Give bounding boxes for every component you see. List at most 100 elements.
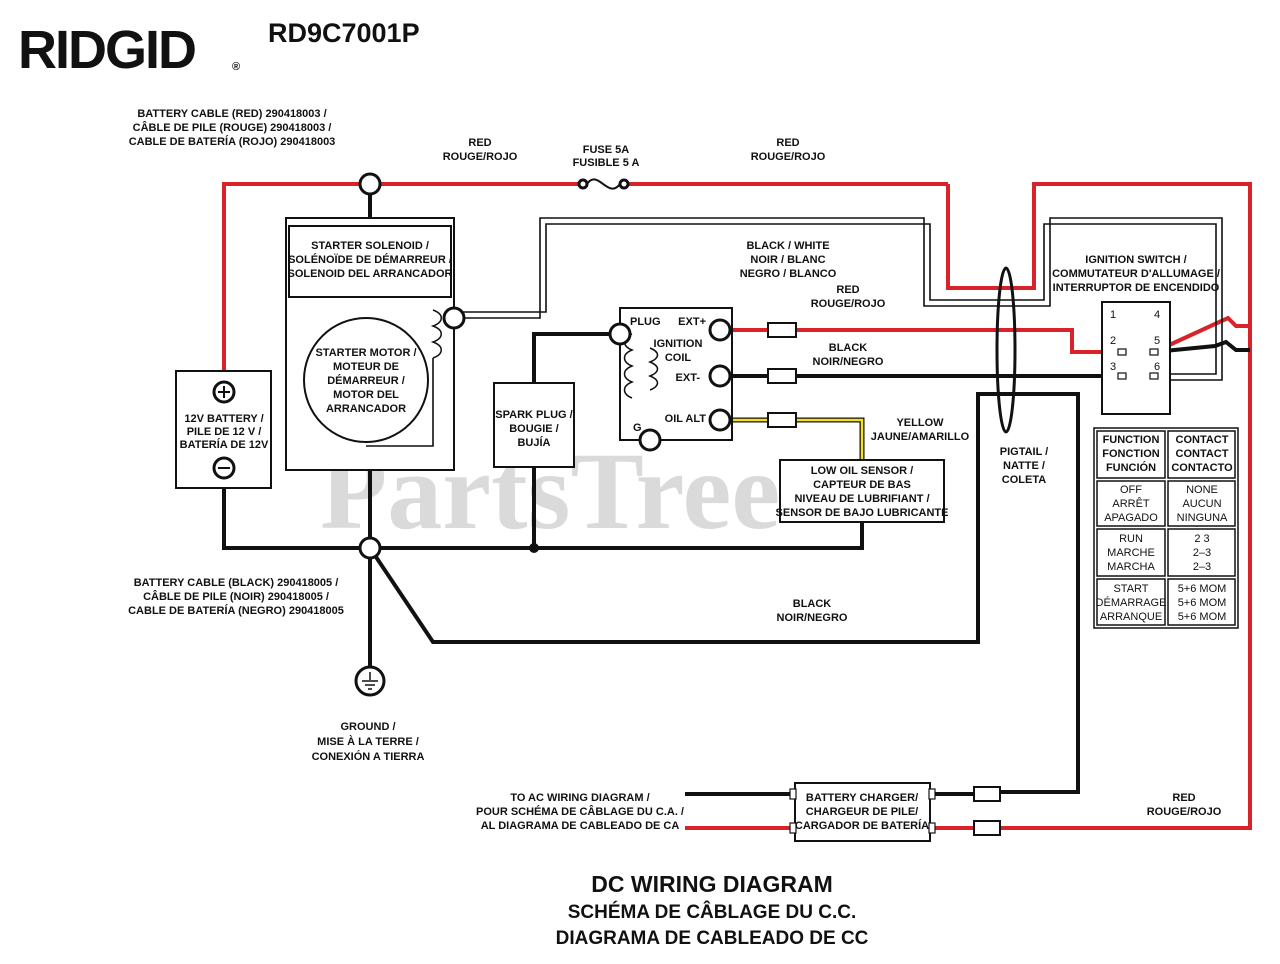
coil-ext-plus-label: EXT+ xyxy=(678,316,706,328)
starter-assembly xyxy=(285,217,455,471)
black-wire-label-2a: BLACK xyxy=(793,598,832,610)
battery-cable-black-1: BATTERY CABLE (BLACK) 290418005 / xyxy=(134,577,339,589)
red-wire-label-3b: ROUGE/ROJO xyxy=(811,298,886,310)
brand-logo: RIDGID xyxy=(18,20,195,80)
yellow-wire xyxy=(732,417,865,460)
to-ac-label-2: POUR SCHÉMA DE CÂBLAGE DU C.A. / xyxy=(476,805,684,818)
diagram-title-fr: SCHÉMA DE CÂBLAGE DU C.C. xyxy=(568,901,857,923)
switch-function-table xyxy=(1093,427,1239,629)
oil-label-2: CAPTEUR DE BAS xyxy=(813,479,911,491)
to-ac-label-1: TO AC WIRING DIAGRAM / xyxy=(510,792,649,804)
table-row-run-fn-2: MARCHE xyxy=(1107,547,1155,559)
table-row-run-fn-1: RUN xyxy=(1119,533,1143,545)
table-row-start-fn-2: DÉMARRAGE xyxy=(1096,596,1167,609)
spark-label-1: SPARK PLUG / xyxy=(495,409,572,421)
red-wire-label-2a: RED xyxy=(776,137,799,149)
solenoid-label-1: STARTER SOLENOID / xyxy=(311,240,429,252)
bw-wire-label-3: NEGRO / BLANCO xyxy=(740,268,837,280)
ground-label-3: CONEXIÓN A TIERRA xyxy=(312,750,425,763)
table-row-run-ct-3: 2–3 xyxy=(1193,561,1211,573)
diagram-title: DC WIRING DIAGRAM xyxy=(591,871,832,897)
spark-plug xyxy=(493,382,575,468)
to-ac-label-3: AL DIAGRAMA DE CABLEADO DE CA xyxy=(481,820,680,832)
black-wire-label-1b: NOIR/NEGRO xyxy=(813,356,884,368)
switch-pin-4: 4 xyxy=(1154,309,1160,321)
switch-pin-5: 5 xyxy=(1154,335,1160,347)
table-row-run-ct-2: 2–3 xyxy=(1193,547,1211,559)
battery-cable-black-2: CÂBLE DE PILE (NOIR) 290418005 / xyxy=(143,590,329,603)
switch-label-3: INTERRUPTOR DE ENCENDIDO xyxy=(1053,282,1220,294)
switch-pin-6: 6 xyxy=(1154,361,1160,373)
table-row-off-ct-2: AUCUN xyxy=(1182,498,1221,510)
coil-ext-minus-label: EXT- xyxy=(676,372,701,384)
table-row-off-ct-3: NINGUNA xyxy=(1177,512,1228,524)
bw-wire-label-2: NOIR / BLANC xyxy=(750,254,825,266)
red-wire-label-2b: ROUGE/ROJO xyxy=(751,151,826,163)
table-row-off-fn-2: ARRÊT xyxy=(1112,497,1150,510)
table-header-function-2: FONCTION xyxy=(1102,448,1159,460)
pigtail-label-1: PIGTAIL / xyxy=(1000,446,1049,458)
black-wire-label-1a: BLACK xyxy=(829,342,868,354)
motor-label-3: DÉMARREUR / xyxy=(327,374,405,387)
table-header-contact-2: CONTACT xyxy=(1176,448,1229,460)
low-oil-sensor xyxy=(779,459,945,523)
battery-cable-red-1: BATTERY CABLE (RED) 290418003 / xyxy=(137,108,326,120)
table-row-start-fn-1: START xyxy=(1113,583,1148,595)
table-row-run-fn-3: MARCHA xyxy=(1107,561,1155,573)
registered-mark: ® xyxy=(232,61,240,73)
charger-label-2: CHARGEUR DE PILE/ xyxy=(806,806,918,818)
fuse-label-1: FUSE 5A xyxy=(583,144,630,156)
battery-label-2: PILE DE 12 V / xyxy=(187,426,262,438)
table-header-function-3: FUNCIÓN xyxy=(1106,461,1156,474)
coil-label-1: IGNITION xyxy=(654,338,703,350)
pigtail-label-3: COLETA xyxy=(1002,474,1046,486)
charger-label-3: CARGADOR DE BATERÍA xyxy=(795,819,929,832)
motor-label-2: MOTEUR DE xyxy=(333,361,399,373)
battery-cable-red-2: CÂBLE DE PILE (ROUGE) 290418003 / xyxy=(133,121,332,134)
model-number: RD9C7001P xyxy=(268,18,420,48)
table-row-off-ct-1: NONE xyxy=(1186,484,1218,496)
terminals xyxy=(358,172,732,560)
battery-cable-black-3: CABLE DE BATERÍA (NEGRO) 290418005 xyxy=(128,604,344,617)
coil-plug-label: PLUG xyxy=(630,316,661,328)
black-wires xyxy=(222,194,1250,796)
oil-label-4: SENSOR DE BAJO LUBRICANTE xyxy=(776,507,949,519)
switch-pin-2: 2 xyxy=(1110,335,1116,347)
yellow-wire-label-2: JAUNE/AMARILLO xyxy=(871,431,970,443)
switch-label-2: COMMUTATEUR D'ALLUMAGE / xyxy=(1052,268,1220,280)
table-header-contact-3: CONTACTO xyxy=(1171,462,1233,474)
ignition-switch xyxy=(1101,301,1171,415)
battery-12v xyxy=(175,370,272,489)
charger-label-1: BATTERY CHARGER/ xyxy=(806,792,918,804)
black-wire-label-2b: NOIR/NEGRO xyxy=(777,612,848,624)
motor-label-4: MOTOR DEL xyxy=(333,389,399,401)
oil-label-3: NIVEAU DE LUBRIFIANT / xyxy=(794,493,929,505)
table-row-start-ct-3: 5+6 MOM xyxy=(1178,611,1227,623)
motor-label-5: ARRANCADOR xyxy=(326,403,406,415)
battery-charger xyxy=(789,782,936,842)
inline-connectors xyxy=(767,322,1001,836)
bw-wire-label-1: BLACK / WHITE xyxy=(746,240,829,252)
table-row-start-fn-3: ARRANQUE xyxy=(1100,611,1162,623)
coil-label-2: COIL xyxy=(665,352,692,364)
table-header-contact-1: CONTACT xyxy=(1176,434,1229,446)
motor-label-1: STARTER MOTOR / xyxy=(315,347,416,359)
solenoid-label-3: SOLENOID DEL ARRANCADOR xyxy=(287,268,452,280)
red-wires xyxy=(222,182,1252,830)
red-wire-label-4a: RED xyxy=(1172,792,1195,804)
fuse-5a xyxy=(577,178,630,190)
ground-symbol xyxy=(354,665,386,697)
table-row-off-fn-1: OFF xyxy=(1120,484,1142,496)
spark-label-2: BOUGIE / xyxy=(509,423,559,435)
switch-pin-1: 1 xyxy=(1110,309,1116,321)
black-white-wire xyxy=(455,217,1223,381)
pigtail-label-2: NATTE / xyxy=(1003,460,1045,472)
red-wire-label-3a: RED xyxy=(836,284,859,296)
solenoid-label-2: SOLÉNOÏDE DE DÉMARREUR / xyxy=(288,253,452,266)
battery-label-3: BATERÍA DE 12V xyxy=(180,438,269,451)
table-row-run-ct-1: 2 3 xyxy=(1194,533,1209,545)
ground-label-2: MISE À LA TERRE / xyxy=(317,735,419,748)
battery-label-1: 12V BATTERY / xyxy=(184,413,263,425)
red-wire-label-1a: RED xyxy=(468,137,491,149)
